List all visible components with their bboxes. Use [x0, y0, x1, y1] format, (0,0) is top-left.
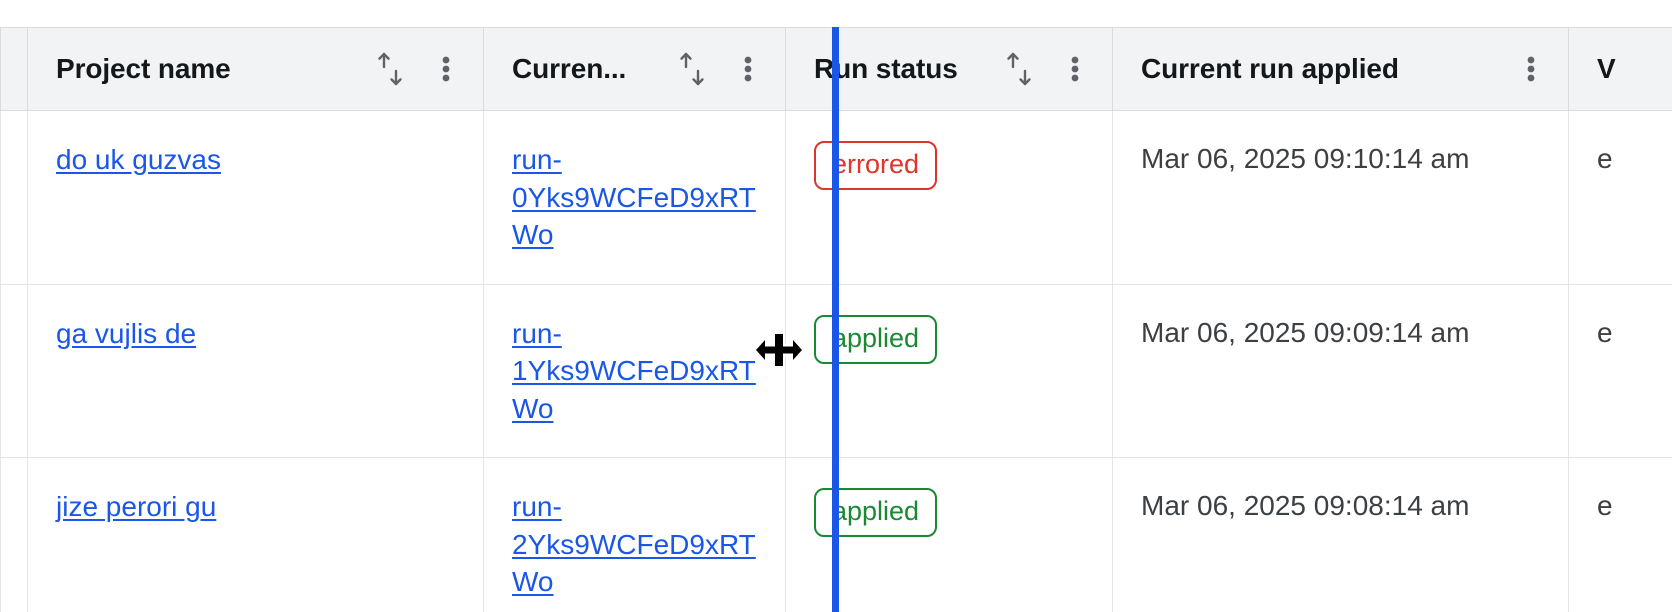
v-value: e — [1597, 316, 1613, 348]
column-header-run-status[interactable]: Run status — [785, 27, 1113, 111]
table-row[interactable]: jize perori gu run-2Yks9WCFeD9xRTWo appl… — [0, 457, 1672, 612]
cell-project-name: do uk guzvas — [27, 110, 484, 285]
row-select-cell[interactable] — [0, 283, 28, 459]
kebab-menu-icon[interactable] — [1518, 49, 1544, 89]
column-header-select — [0, 27, 28, 111]
cell-current-run: run-0Yks9WCFeD9xRTWo — [483, 110, 786, 285]
sort-icon[interactable] — [675, 49, 709, 89]
current-run-applied-value: Mar 06, 2025 09:10:14 am — [1141, 143, 1470, 174]
cell-current-run: run-2Yks9WCFeD9xRTWo — [483, 457, 786, 612]
cell-v: e — [1568, 110, 1672, 285]
cell-v: e — [1568, 457, 1672, 612]
table-row[interactable]: do uk guzvas run-0Yks9WCFeD9xRTWo errore… — [0, 110, 1672, 285]
row-select-cell[interactable] — [0, 457, 28, 612]
cell-run-status: applied — [785, 457, 1113, 612]
column-header-label-v: V — [1597, 53, 1616, 84]
sort-icon[interactable] — [1002, 49, 1036, 89]
column-header-v[interactable]: V — [1568, 27, 1672, 111]
cell-current-run: run-1Yks9WCFeD9xRTWo — [483, 283, 786, 459]
current-run-applied-value: Mar 06, 2025 09:08:14 am — [1141, 490, 1470, 522]
column-header-label-run-status: Run status — [814, 53, 958, 84]
status-badge: applied — [814, 314, 938, 364]
status-badge: applied — [814, 488, 938, 538]
current-run-link[interactable]: run-2Yks9WCFeD9xRTWo — [512, 491, 756, 598]
header-row: Project name — [0, 27, 1672, 111]
column-header-project-name[interactable]: Project name — [27, 27, 484, 111]
cell-current-run-applied: Mar 06, 2025 09:10:14 am — [1112, 110, 1569, 285]
projects-table: Project name — [0, 27, 1672, 612]
sort-icon[interactable] — [373, 49, 407, 89]
kebab-menu-icon[interactable] — [433, 49, 459, 89]
cell-project-name: jize perori gu — [27, 457, 484, 612]
table-body: do uk guzvas run-0Yks9WCFeD9xRTWo errore… — [0, 110, 1672, 612]
column-header-current-run-applied[interactable]: Current run applied — [1112, 27, 1569, 111]
column-header-label-current-run-applied: Current run applied — [1141, 53, 1399, 84]
current-run-applied-value: Mar 06, 2025 09:09:14 am — [1141, 316, 1470, 348]
kebab-menu-icon[interactable] — [1062, 49, 1088, 89]
project-name-link[interactable]: ga vujlis de — [56, 317, 197, 349]
kebab-menu-icon[interactable] — [735, 49, 761, 89]
current-run-link[interactable]: run-1Yks9WCFeD9xRTWo — [512, 317, 756, 424]
table-row[interactable]: ga vujlis de run-1Yks9WCFeD9xRTWo applie… — [0, 283, 1672, 459]
status-badge: errored — [814, 141, 938, 191]
column-header-current-run[interactable]: Curren... — [483, 27, 786, 111]
column-header-label-current-run: Curren... — [512, 53, 627, 84]
current-run-link[interactable]: run-0Yks9WCFeD9xRTWo — [512, 144, 756, 251]
column-header-label-project-name: Project name — [56, 53, 231, 84]
cell-current-run-applied: Mar 06, 2025 09:08:14 am — [1112, 457, 1569, 612]
row-select-cell[interactable] — [0, 110, 28, 285]
cell-project-name: ga vujlis de — [27, 283, 484, 459]
cell-current-run-applied: Mar 06, 2025 09:09:14 am — [1112, 283, 1569, 459]
v-value: e — [1597, 490, 1613, 522]
cell-run-status: errored — [785, 110, 1113, 285]
cell-run-status: applied — [785, 283, 1113, 459]
project-name-link[interactable]: do uk guzvas — [56, 144, 221, 175]
v-value: e — [1597, 143, 1613, 174]
project-name-link[interactable]: jize perori gu — [56, 491, 217, 523]
table-header: Project name — [0, 27, 1672, 111]
cell-v: e — [1568, 283, 1672, 459]
